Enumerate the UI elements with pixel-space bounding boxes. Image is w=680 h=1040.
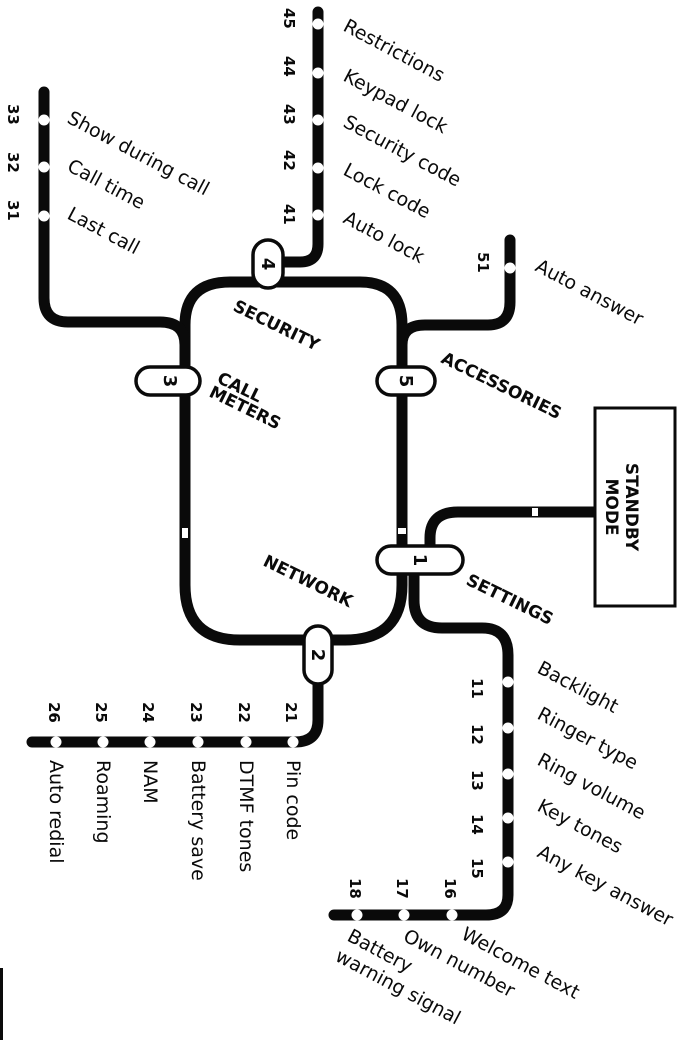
branch-call-meters-items: 31 Last call 32 Call time 33 Show during…	[4, 104, 213, 259]
item-number: 32	[4, 152, 22, 173]
item-number: 15	[468, 858, 486, 879]
line-security-branch	[262, 6, 324, 268]
hub-security: 4	[251, 238, 285, 290]
hub-call-meters: 3	[134, 365, 202, 397]
item-label: Auto redial	[45, 760, 67, 864]
stop-45	[312, 18, 324, 30]
hub-call-meters-number: 3	[159, 375, 180, 388]
stops-security	[312, 18, 324, 221]
stop-14	[502, 812, 514, 824]
stop-41	[312, 209, 324, 221]
stop-17	[398, 909, 410, 921]
item-number: 42	[280, 150, 298, 171]
item-number: 23	[187, 702, 205, 723]
item-number: 45	[280, 8, 298, 29]
item-label: Battery save	[187, 760, 209, 881]
line-main-loop	[179, 276, 408, 646]
item-number: 17	[393, 878, 411, 899]
item-number: 21	[282, 702, 300, 723]
item-number: 43	[280, 104, 298, 125]
item-label: NAM	[139, 760, 161, 804]
item-number: 18	[346, 878, 364, 899]
stop-25	[97, 736, 109, 748]
line-network-branch	[26, 654, 324, 748]
line-marker	[182, 528, 188, 538]
stop-26	[50, 736, 62, 748]
stop-11	[502, 676, 514, 688]
item-number: 33	[4, 104, 22, 125]
hub-accessories-number: 5	[395, 375, 416, 388]
item-number: 14	[468, 814, 486, 835]
item-label: Any key answer	[534, 841, 677, 931]
item-label: Roaming	[92, 760, 114, 844]
stop-16	[446, 909, 458, 921]
stop-21	[287, 736, 299, 748]
hub-settings: 1	[375, 544, 465, 576]
stop-15	[502, 856, 514, 868]
stops-call-meters	[38, 114, 50, 222]
item-number: 26	[45, 702, 63, 723]
line-accessories-branch	[396, 234, 516, 366]
line-call-meters-branch	[38, 86, 191, 371]
stops-accessories	[504, 262, 516, 274]
item-label: Last call	[64, 203, 143, 259]
item-number: 25	[92, 702, 110, 723]
branch-network-items: 21 Pin code 22 DTMF tones 23 Battery sav…	[45, 702, 304, 881]
line-marker	[532, 508, 538, 516]
item-label: Auto answer	[532, 255, 647, 330]
item-number: 31	[4, 200, 22, 221]
hub-network-number: 2	[307, 649, 328, 662]
item-number: 16	[441, 878, 459, 899]
item-label: Pin code	[282, 760, 304, 840]
stop-31	[38, 210, 50, 222]
line-standby-link	[424, 506, 606, 566]
hub-accessories-label: ACCESSORIES	[438, 349, 565, 424]
standby-line-1: STANDBY	[621, 463, 641, 552]
line-marker	[398, 528, 406, 534]
item-number: 22	[235, 702, 253, 723]
stop-18	[351, 909, 363, 921]
standby-line-2: MODE	[601, 478, 621, 535]
standby-mode-label: STANDBY MODE	[601, 463, 641, 552]
item-number: 44	[280, 56, 298, 77]
stop-32	[38, 161, 50, 173]
stop-33	[38, 114, 50, 126]
standby-mode-box	[593, 406, 677, 608]
stops-settings	[351, 676, 514, 921]
item-number: 51	[474, 252, 492, 273]
hub-network: 2	[302, 624, 334, 686]
stop-44	[312, 67, 324, 79]
item-number: 11	[468, 678, 486, 699]
item-number: 41	[280, 204, 298, 225]
item-label: DTMF tones	[235, 760, 257, 872]
stop-22	[240, 736, 252, 748]
line-settings-branch	[328, 559, 514, 921]
stop-42	[312, 162, 324, 174]
hub-settings-number: 1	[409, 554, 430, 567]
hub-security-label: SECURITY	[230, 297, 323, 356]
hub-network-label: NETWORK	[260, 552, 357, 613]
stop-23	[192, 736, 204, 748]
stop-24	[144, 736, 156, 748]
item-number: 13	[468, 770, 486, 791]
hub-security-number: 4	[257, 258, 278, 271]
stops-network	[50, 736, 299, 748]
item-number: 12	[468, 724, 486, 745]
stop-13	[502, 768, 514, 780]
branch-security-items: 41 Auto lock 42 Lock code 43 Security co…	[280, 8, 465, 268]
hub-accessories: 5	[375, 365, 437, 397]
stop-12	[502, 722, 514, 734]
item-number: 24	[139, 702, 157, 723]
hub-settings-label: SETTINGS	[463, 571, 556, 630]
stop-51	[504, 262, 516, 274]
edge-mark	[0, 968, 3, 1040]
stop-43	[312, 114, 324, 126]
